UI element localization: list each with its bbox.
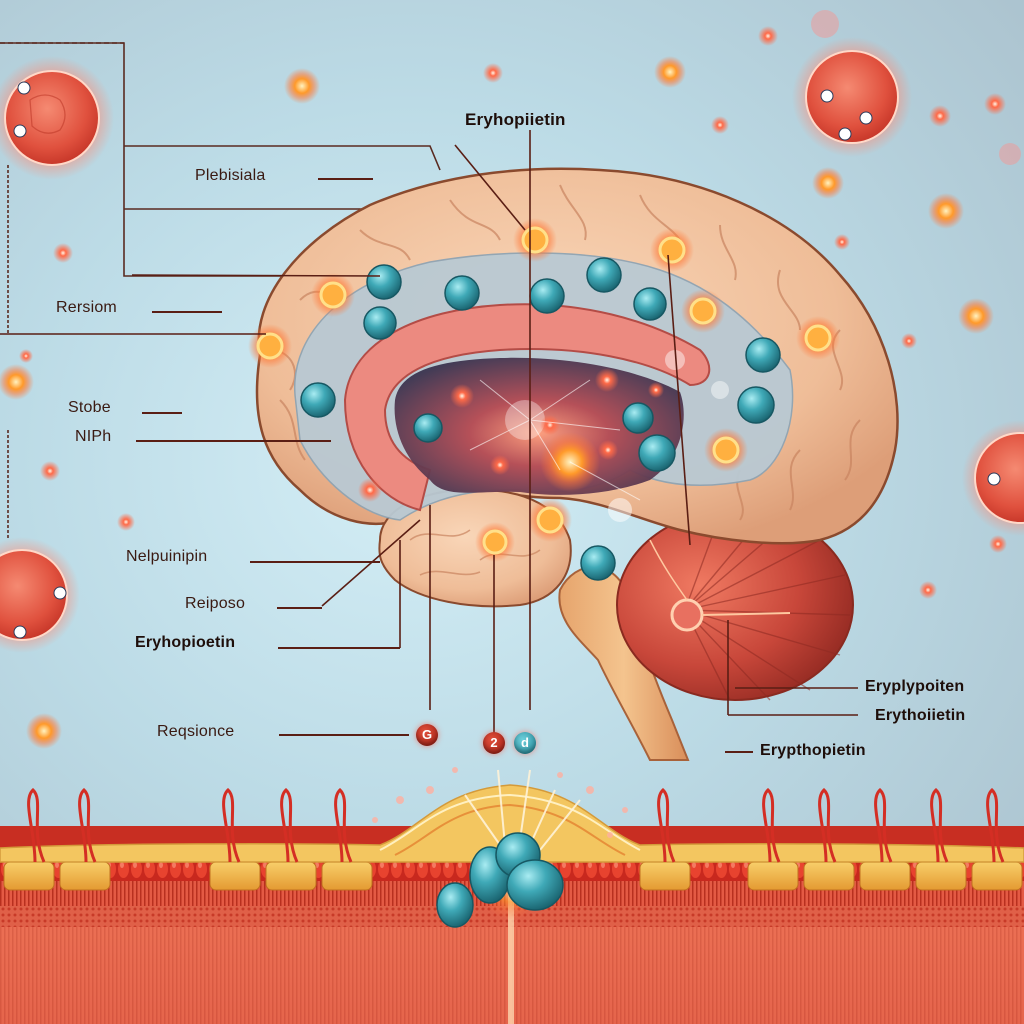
label-left-2: Rersiom: [56, 299, 117, 316]
label-left-4: NIPh: [75, 428, 112, 445]
badge-d: d: [514, 732, 536, 754]
teal-molecules: [300, 257, 781, 581]
signal-sparkles: [358, 350, 729, 522]
label-right-1: Eryplypoiten: [865, 678, 965, 695]
leader-left-7: [278, 647, 400, 649]
leader-left-3: [142, 412, 182, 414]
leader-left-1: [318, 178, 373, 180]
label-left-7: Eryhopioetin: [135, 634, 236, 651]
red-blood-cell: [0, 537, 80, 653]
leader-left-4: [136, 440, 331, 442]
leader-left-8: [279, 734, 409, 736]
leader-left-6: [277, 607, 322, 609]
red-blood-cell: [0, 56, 114, 180]
red-blood-cell: [962, 420, 1024, 536]
label-left-8: Reqsionce: [157, 723, 235, 740]
badge-g: G: [416, 724, 438, 746]
label-left-6: Reiposo: [185, 595, 246, 612]
floating-particles: [0, 10, 1021, 749]
orange-markers: [248, 218, 840, 562]
leader-left-5: [250, 561, 380, 563]
label-top-center: Eryhopiietin: [465, 110, 566, 129]
badge-2: 2: [483, 732, 505, 754]
label-left-1: Plebisiala: [195, 167, 266, 184]
leader-right-3: [725, 751, 753, 753]
label-left-5: Nelpuinipin: [126, 548, 208, 565]
label-right-3: Erypthopietin: [760, 742, 866, 759]
label-right-2: Erythoiietin: [875, 707, 966, 724]
leader-lines: [0, 130, 858, 735]
label-left-3: Stobe: [68, 399, 111, 416]
cerebrum: [255, 167, 899, 608]
membrane: [0, 767, 1024, 1024]
leader-left-2: [152, 311, 222, 313]
teal-molecule-cluster: [436, 832, 564, 928]
red-blood-cell: [792, 37, 912, 157]
